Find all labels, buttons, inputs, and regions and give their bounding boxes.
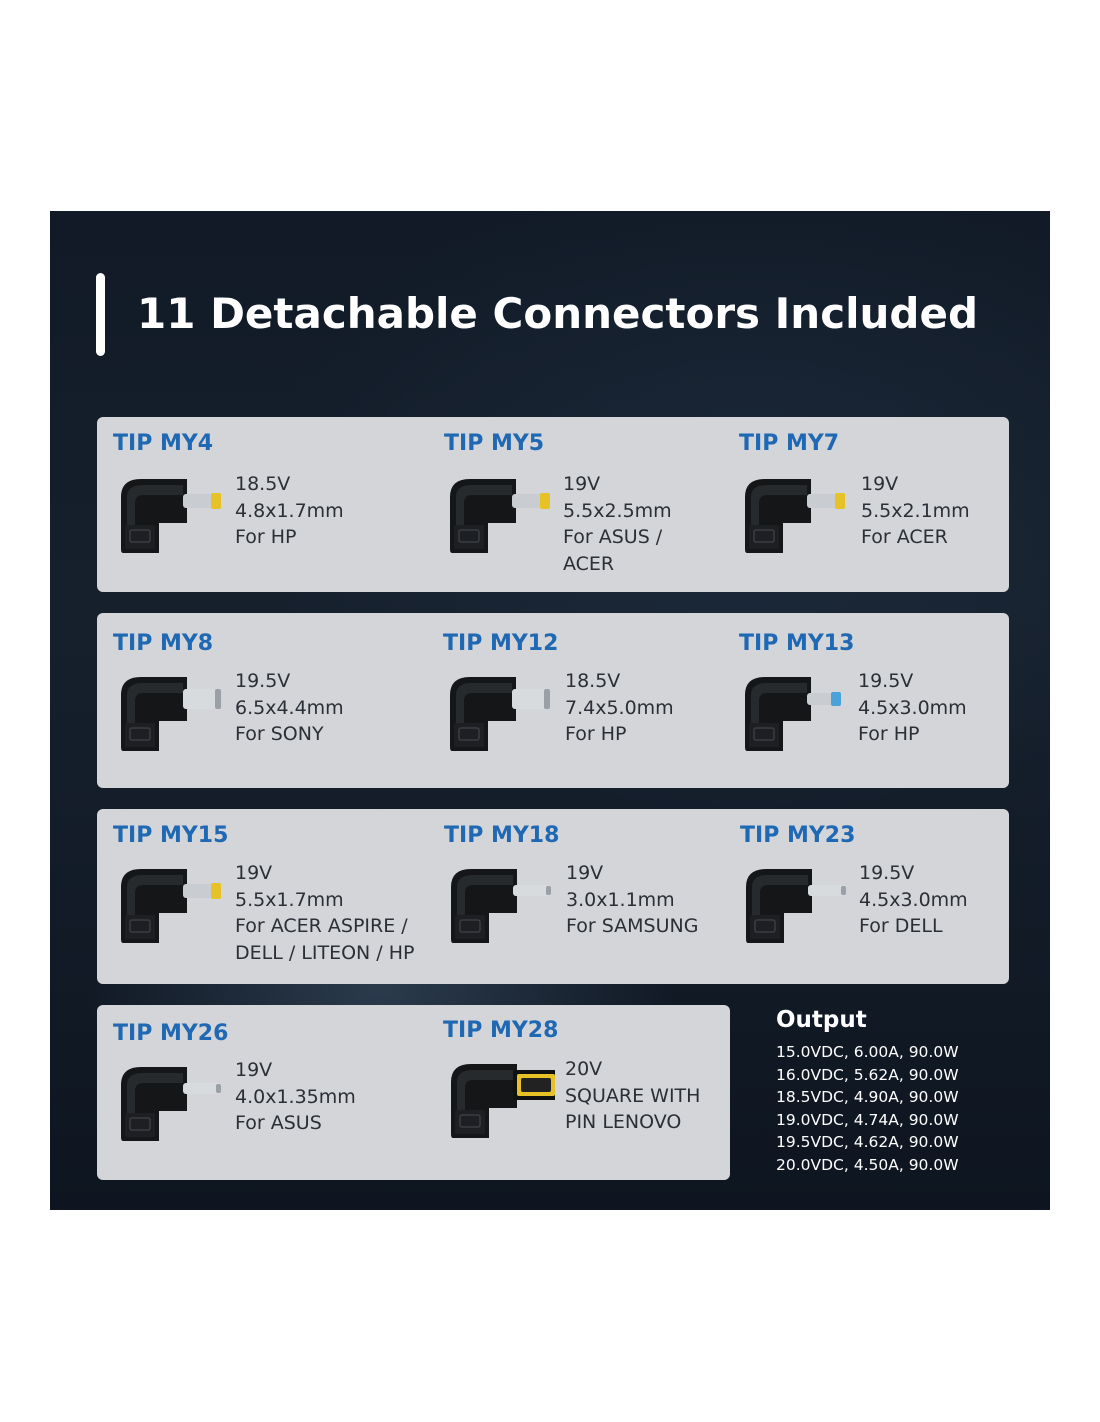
tip-compat-line: For ASUS / [563,526,663,548]
tip-size: 4.5x3.0mm [858,696,967,719]
tip-voltage: 19V [566,862,604,884]
tip-compat-line: For ACER ASPIRE / [235,915,408,937]
tip-compat-line: For ASUS [235,1112,322,1134]
output-line: 19.0VDC, 4.74A, 90.0W [776,1110,959,1129]
tip-voltage: 19V [861,473,899,495]
output-line: 18.5VDC, 4.90A, 90.0W [776,1088,959,1106]
tip-voltage: 19.5V [858,670,914,692]
tip-compat-line: For HP [858,723,920,745]
tip-size: 7.4x5.0mm [565,696,674,719]
tip-voltage: 19.5V [235,670,291,692]
tip-compat-line: For HP [235,526,297,548]
output-line: 19.5VDC, 4.62A, 90.0W [776,1133,959,1151]
tip-voltage: 19V [563,473,601,495]
connector-tip-icon [113,473,225,561]
connector-tip-icon [443,863,555,951]
output-line: 20.0VDC, 4.50A, 90.0W [776,1155,959,1174]
tip-voltage: 18.5V [235,473,291,495]
tip-compat-line: For HP [565,723,627,745]
connector-tip-icon [443,1058,557,1146]
connector-tip-icon [113,1061,225,1149]
tip-title: TIP MY15 [113,823,229,848]
tip-title: TIP MY5 [444,431,545,456]
tip-size: 4.8x1.7mm [235,499,344,522]
connector-tip-icon [113,863,225,951]
output-line: 15.0VDC, 6.00A, 90.0W [776,1043,959,1061]
page-title: 11 Detachable Connectors Included [137,289,979,338]
tip-voltage: 18.5V [565,670,621,692]
connector-tip-icon [442,473,554,561]
tip-compat-line: ACER [563,552,615,575]
tip-voltage: 19V [235,1059,273,1081]
tip-title: TIP MY13 [739,631,855,656]
tip-size: 5.5x1.7mm [235,888,344,911]
tip-size: SQUARE WITH [565,1084,701,1107]
output-line: 16.0VDC, 5.62A, 90.0W [776,1065,959,1084]
tip-title: TIP MY4 [113,431,214,456]
tip-voltage: 19.5V [859,862,915,884]
connector-tip-icon [737,473,849,561]
tip-size: 5.5x2.1mm [861,499,970,522]
title-accent-bar [96,273,105,356]
tip-spec: 20V SQUARE WITH PIN LENOVO [565,1056,700,1136]
tip-title: TIP MY23 [740,823,856,848]
tip-compat-line: For DELL [859,915,943,937]
connector-tip-icon [113,671,225,759]
tips-row-1 [97,417,1009,592]
tip-compat-line: DELL / LITEON / HP [235,941,415,964]
connector-tip-icon [738,863,850,951]
tip-compat-line: For SONY [235,723,324,745]
tip-title: TIP MY8 [113,631,214,656]
tip-size: 5.5x2.5mm [563,499,672,522]
tips-row-3 [97,809,1009,984]
tip-voltage: 20V [565,1058,603,1080]
tip-compat-line: For SAMSUNG [566,915,699,937]
tip-title: TIP MY7 [739,431,840,456]
tip-size: 4.5x3.0mm [859,888,968,911]
connector-tip-icon [737,671,849,759]
output-lines: 15.0VDC, 6.00A, 90.0W 16.0VDC, 5.62A, 90.… [776,1041,959,1176]
tip-size: 3.0x1.1mm [566,888,675,911]
tip-title: TIP MY26 [113,1021,229,1046]
tip-title: TIP MY18 [444,823,560,848]
tip-compat-line: For ACER [861,526,948,548]
tip-size: 4.0x1.35mm [235,1085,356,1108]
tip-size: 6.5x4.4mm [235,696,344,719]
tip-compat-line: PIN LENOVO [565,1111,682,1133]
output-title: Output [776,1007,867,1033]
tips-row-2 [97,613,1009,788]
tip-title: TIP MY28 [443,1018,559,1043]
tip-voltage: 19V [235,862,273,884]
connector-tip-icon [442,671,554,759]
tip-title: TIP MY12 [443,631,559,656]
output-spec-block: Output 15.0VDC, 6.00A, 90.0W 16.0VDC, 5.6… [776,1005,959,1176]
